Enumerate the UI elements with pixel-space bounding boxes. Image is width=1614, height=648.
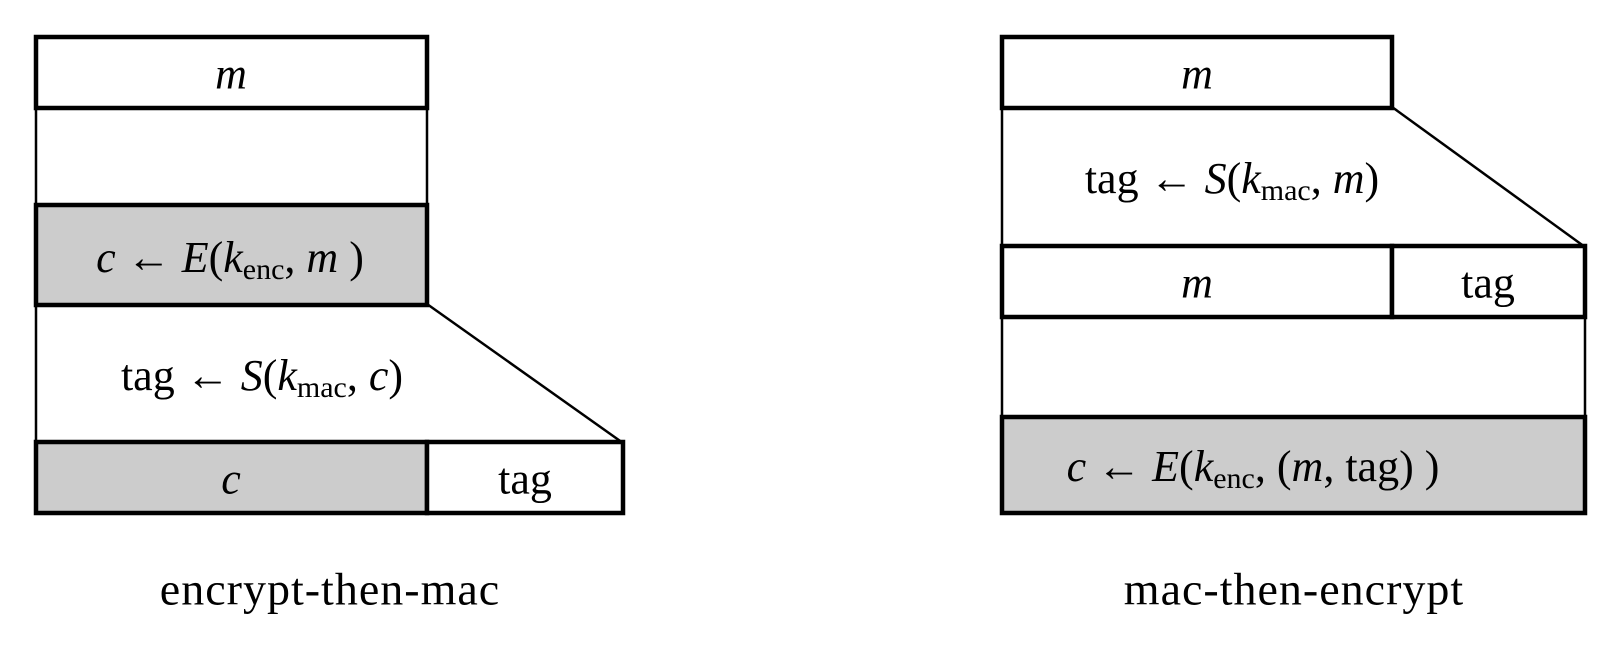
etm-ciphertext-box (33, 439, 430, 516)
etm-tag-box (424, 439, 626, 516)
mte-row-tag-label: tag (1461, 259, 1515, 308)
mte-encrypt-formula: c ← E(kenc, (m, tag) ) (1067, 442, 1440, 495)
mac-then-encrypt-diagram: m tag ← S(kmac, m) m tag c ← E(kenc, (m,… (999, 34, 1588, 615)
mte-row-message-label: m (1181, 259, 1213, 308)
mte-mac-formula: tag ← S(kmac, m) (1085, 154, 1379, 207)
etm-tag-label: tag (498, 455, 552, 504)
etm-mac-formula: tag ← S(kmac, c) (121, 351, 403, 404)
etm-diagonal-line (426, 302, 624, 445)
etm-caption: encrypt-then-mac (160, 564, 500, 615)
etm-encrypt-formula: c ← E(kenc, m ) (96, 233, 364, 286)
mte-diagonal-line (1391, 105, 1586, 249)
etm-encrypt-box (33, 202, 430, 308)
mte-message-box (999, 34, 1395, 111)
mte-message-label: m (1181, 50, 1213, 99)
mte-caption: mac-then-encrypt (1124, 564, 1464, 615)
encrypt-then-mac-diagram: m c ← E(kenc, m ) tag ← S(kmac, c) c tag… (33, 34, 626, 615)
mte-row-message-box (999, 243, 1395, 320)
mte-encrypt-box (999, 414, 1588, 516)
etm-message-label: m (215, 50, 247, 99)
etm-ciphertext-label: c (221, 455, 241, 504)
mte-row-tag-box (1389, 243, 1588, 320)
etm-message-box (33, 34, 430, 111)
